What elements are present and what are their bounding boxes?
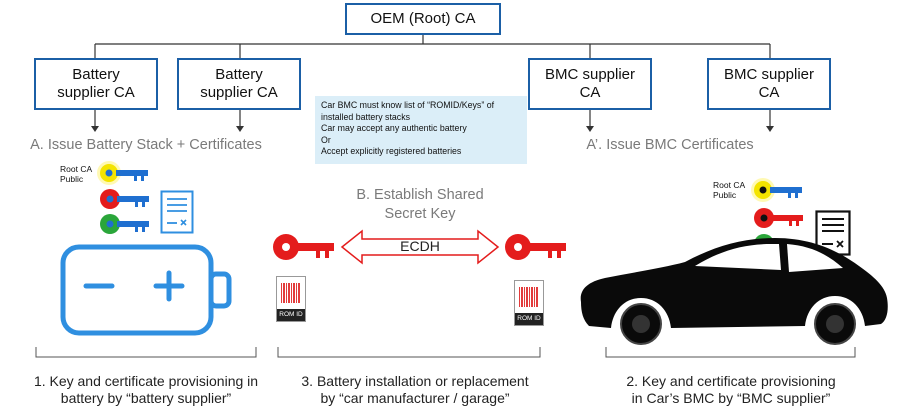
rom-id-chip-left: ROM ID <box>276 276 306 322</box>
romid-note: Car BMC must know list of “ROMID/Keys” o… <box>315 96 527 164</box>
key-red-icon <box>100 189 149 209</box>
root-ca-public-label-left: Root CA Public <box>60 164 93 184</box>
key-green-icon <box>100 214 149 234</box>
key-yellow-icon <box>751 178 802 202</box>
battery-supplier-ca-label: Battery supplier CA <box>200 66 278 101</box>
double-arrow-icon <box>340 229 500 265</box>
caption-step-1: 1. Key and certificate provisioning in b… <box>33 373 259 406</box>
note-line: Accept explicitly registered batteries <box>321 146 462 157</box>
step-a-prime-label: A’. Issue BMC Certificates <box>586 137 754 153</box>
battery-supplier-ca-label: Battery supplier CA <box>57 66 135 101</box>
caption-step-3: 3. Battery installation or replacement b… <box>301 373 529 406</box>
certificate-icon <box>160 190 194 234</box>
barcode-icon <box>281 283 301 303</box>
key-red-icon <box>505 234 566 260</box>
bmc-supplier-ca-box-2: BMC supplier CA <box>707 58 831 110</box>
car-icon <box>580 238 888 345</box>
bmc-supplier-ca-box-1: BMC supplier CA <box>528 58 652 110</box>
battery-supplier-ca-box-1: Battery supplier CA <box>34 58 158 110</box>
root-ca-public-label-right: Root CA Public <box>713 180 746 200</box>
rom-id-chip-right: ROM ID <box>514 280 544 326</box>
key-red-icon <box>273 234 334 260</box>
rom-id-label: ROM ID <box>277 309 305 321</box>
note-line: Or <box>321 134 331 145</box>
bmc-supplier-ca-label: BMC supplier CA <box>544 66 636 101</box>
ecdh-label: ECDH <box>400 238 440 254</box>
caption-step-2: 2. Key and certificate provisioning in C… <box>626 373 836 406</box>
root-ca-box: OEM (Root) CA <box>345 3 501 35</box>
key-red-icon <box>754 208 803 228</box>
barcode-icon <box>519 287 539 307</box>
rom-id-label: ROM ID <box>515 313 543 325</box>
root-ca-label: OEM (Root) CA <box>370 10 476 27</box>
battery-icon <box>60 244 232 336</box>
note-line: installed battery stacks <box>321 111 410 122</box>
step-b-label: B. Establish Shared Secret Key <box>356 187 484 222</box>
note-line: Car may accept any authentic battery <box>321 123 467 134</box>
key-yellow-icon <box>97 161 148 185</box>
battery-supplier-ca-box-2: Battery supplier CA <box>177 58 301 110</box>
note-line: Car BMC must know list of “ROMID/Keys” o… <box>321 100 495 110</box>
bmc-supplier-ca-label: BMC supplier CA <box>723 66 815 101</box>
step-a-label: A. Issue Battery Stack + Certificates <box>30 137 262 153</box>
